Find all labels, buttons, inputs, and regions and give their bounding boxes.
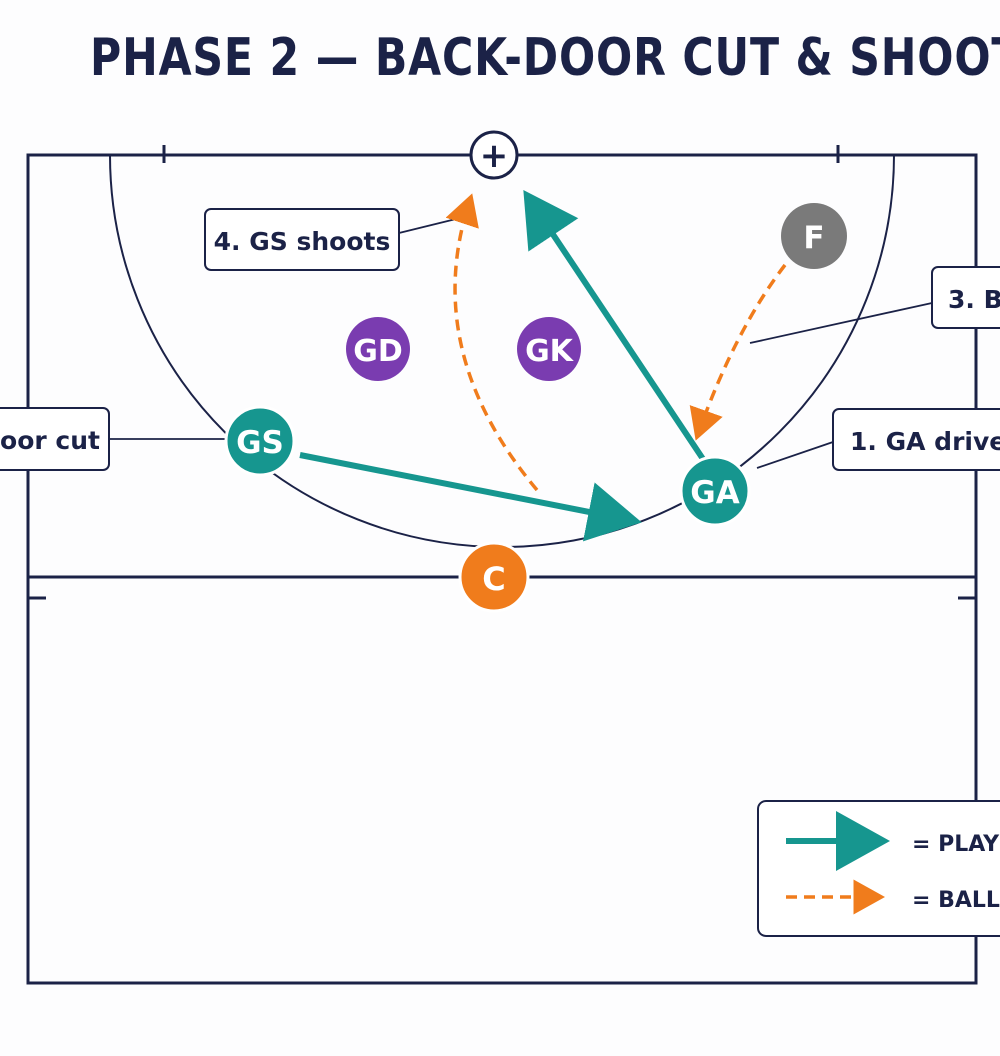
ball-pass-arrow: [445, 193, 539, 492]
callout-leader: [756, 441, 834, 469]
callout-leader: [398, 217, 461, 234]
callout-text: 3. B: [948, 285, 1000, 314]
callout-step-2: door cut: [0, 407, 110, 471]
callout-leader: [749, 302, 933, 344]
callout-step-1: 1. GA drives t: [832, 408, 1000, 471]
legend-player-text: = PLAYE: [912, 832, 1000, 857]
player-f: F: [781, 203, 847, 269]
page-title: PHASE 2 — BACK-DOOR CUT & SHOOT: [90, 28, 1000, 88]
player-label: GD: [353, 334, 403, 369]
ball-pass-arrow: [689, 263, 787, 441]
callout-step-4: 4. GS shoots: [204, 208, 400, 271]
player-label: C: [482, 560, 505, 598]
player-label: F: [803, 220, 824, 256]
player-label: GK: [525, 334, 575, 369]
player-label: GA: [690, 475, 739, 511]
player-move-arrow: [523, 190, 708, 464]
goal-post-icon: +: [469, 130, 519, 180]
legend-ball-text: = BALL: [912, 888, 1000, 913]
player-c: C: [458, 541, 530, 613]
player-ga: GA: [679, 455, 751, 527]
callout-step-3: 3. B: [931, 266, 1000, 329]
goal-post-symbol: +: [480, 136, 509, 176]
legend: = PLAYE = BALL: [757, 800, 1000, 937]
player-move-arrow: [299, 452, 642, 542]
player-gs: GS: [224, 405, 296, 477]
callout-text: door cut: [0, 426, 100, 455]
player-gd: GD: [346, 317, 410, 381]
callout-text: 4. GS shoots: [214, 227, 391, 256]
player-gk: GK: [517, 317, 581, 381]
callout-text: 1. GA drives t: [850, 427, 1000, 456]
player-label: GS: [236, 425, 284, 461]
